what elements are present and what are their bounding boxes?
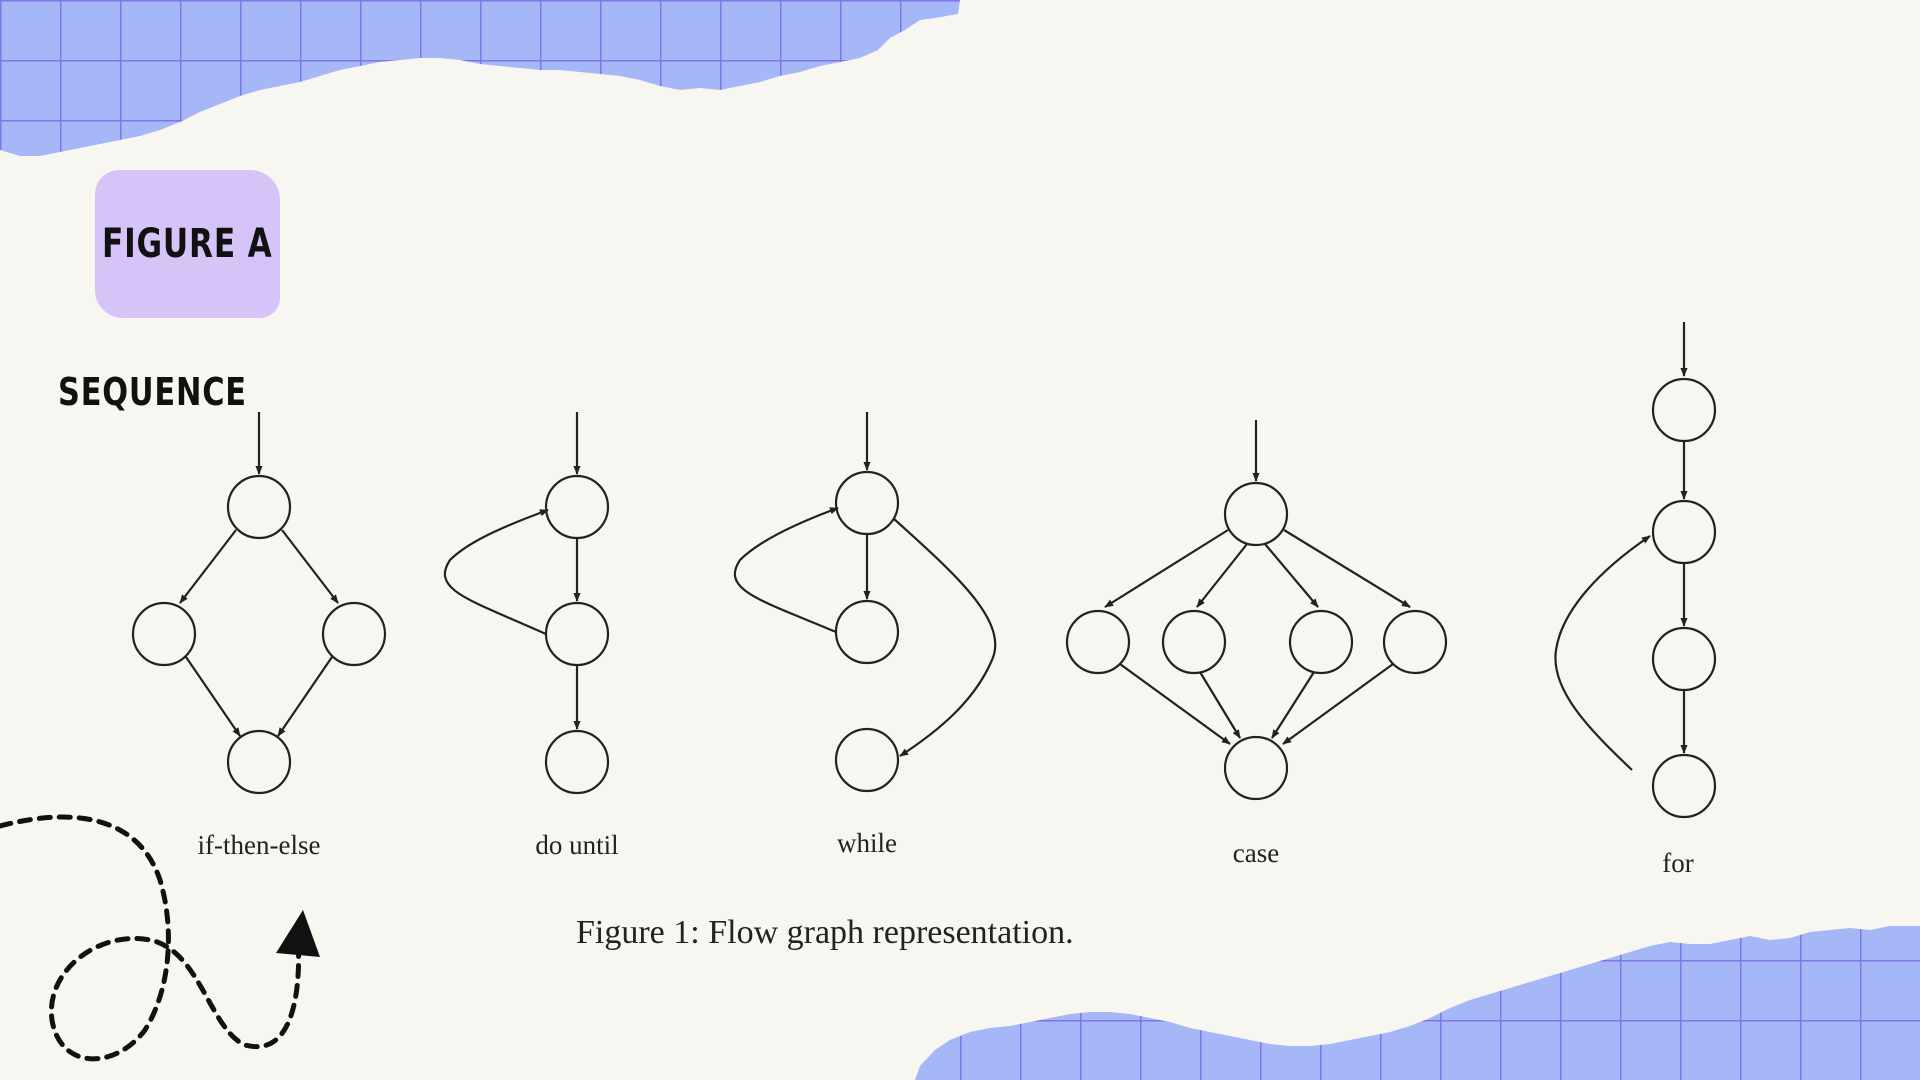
label-do-until: do until: [535, 830, 619, 860]
figure-badge-text: FIGURE A: [102, 221, 273, 267]
figure-badge: FIGURE A: [95, 170, 280, 318]
if-then-else-graph: [131, 412, 387, 795]
label-for: for: [1662, 848, 1694, 878]
label-case: case: [1232, 838, 1280, 868]
dashed-loop-arrow-icon: [0, 814, 320, 1062]
case-graph: [1065, 420, 1448, 801]
section-heading: SEQUENCE: [58, 370, 247, 414]
label-if-then-else: if-then-else: [197, 830, 321, 860]
figure-caption: Figure 1: Flow graph representation.: [576, 914, 1074, 951]
while-graph: [733, 412, 997, 793]
label-while: while: [837, 828, 897, 858]
for-graph: [1554, 322, 1717, 819]
do-until-graph: [443, 412, 610, 795]
